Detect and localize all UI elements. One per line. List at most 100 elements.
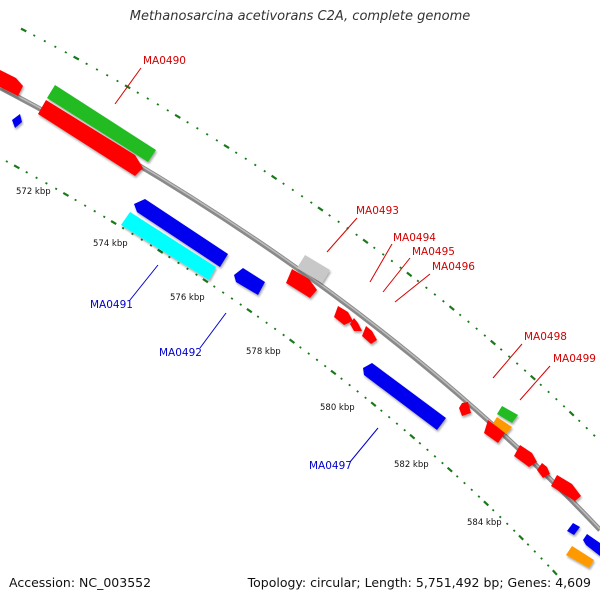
- gene-feature-red[interactable]: [537, 463, 550, 478]
- gene-label-ma0495[interactable]: MA0495: [412, 246, 455, 258]
- kbp-label: 578 kbp: [246, 347, 281, 357]
- gene-label-ma0493[interactable]: MA0493: [356, 205, 399, 217]
- inner-tick-row: [5, 160, 558, 576]
- leader-ma0490: [114, 67, 142, 105]
- minor-tick-mark: [515, 362, 519, 365]
- gene-label-ma0491[interactable]: MA0491: [90, 299, 133, 311]
- gene-feature-ma0491-blue[interactable]: [134, 199, 228, 267]
- gene-label-ma0498[interactable]: MA0498: [524, 331, 567, 343]
- leader-ma0496: [394, 273, 431, 303]
- major-tick-mark: [370, 401, 377, 407]
- major-tick-mark: [202, 278, 209, 284]
- gene-feature-red[interactable]: [350, 318, 362, 331]
- minor-tick-mark: [425, 286, 428, 290]
- leader-ma0497: [349, 427, 379, 463]
- minor-tick-mark: [380, 409, 383, 412]
- gene-feature-ma0490-green[interactable]: [47, 85, 156, 162]
- minor-tick-mark: [136, 91, 140, 94]
- gene-feature-red[interactable]: [459, 402, 471, 416]
- minor-tick-mark: [221, 291, 225, 294]
- minor-tick-mark: [83, 204, 87, 207]
- gene-feature-red[interactable]: [514, 445, 537, 467]
- minor-tick-mark: [25, 171, 29, 174]
- minor-tick-mark: [234, 151, 238, 154]
- major-tick-mark: [518, 534, 524, 541]
- gene-feature-ma0498-green[interactable]: [497, 406, 518, 423]
- gene-feature-ma0497-blue[interactable]: [363, 363, 446, 430]
- genome-summary-text: Topology: circular; Length: 5,751,492 bp…: [247, 575, 591, 590]
- minor-tick-mark: [555, 397, 558, 401]
- gene-feature-red[interactable]: [38, 100, 143, 176]
- gene-label-ma0490[interactable]: MA0490: [143, 55, 186, 67]
- minor-tick-mark: [149, 244, 153, 247]
- gene-feature-ma0492-blue[interactable]: [234, 268, 265, 295]
- major-tick-mark: [362, 238, 369, 244]
- minor-tick-mark: [540, 557, 543, 560]
- kbp-label: 580 kbp: [320, 403, 355, 413]
- gene-feature-blue[interactable]: [583, 534, 600, 556]
- outer-tick-row: [20, 27, 596, 437]
- minor-tick-mark: [43, 39, 47, 43]
- gene-label-ma0494[interactable]: MA0494: [393, 232, 436, 244]
- gene-feature-red[interactable]: [362, 326, 377, 344]
- gene-feature-red[interactable]: [551, 475, 581, 501]
- gene-feature-orange[interactable]: [566, 546, 594, 568]
- gene-feature-red[interactable]: [484, 420, 505, 443]
- minor-tick-mark: [256, 315, 260, 318]
- minor-tick-mark: [381, 253, 385, 256]
- minor-tick-mark: [205, 133, 209, 136]
- minor-tick-mark: [526, 543, 530, 546]
- leader-ma0498: [492, 343, 523, 379]
- minor-tick-mark: [426, 448, 429, 452]
- minor-tick-mark: [309, 201, 313, 204]
- minor-tick-mark: [512, 529, 516, 533]
- minor-tick-mark: [244, 157, 248, 161]
- label-leader-lines: [114, 67, 551, 463]
- gene-feature-red[interactable]: [334, 306, 353, 325]
- major-tick-mark: [568, 410, 575, 417]
- minor-tick-mark: [498, 515, 502, 519]
- minor-tick-mark: [547, 390, 550, 394]
- minor-tick-mark: [399, 266, 402, 270]
- minor-tick-mark: [195, 273, 198, 276]
- minor-tick-mark: [35, 176, 38, 180]
- gene-label-ma0497[interactable]: MA0497: [309, 460, 352, 472]
- major-tick-mark: [489, 339, 497, 346]
- gene-feature-red[interactable]: [286, 269, 317, 298]
- minor-tick-mark: [356, 390, 359, 393]
- gene-feature-blue[interactable]: [12, 114, 22, 128]
- minor-tick-mark: [291, 188, 295, 192]
- minor-tick-mark: [102, 215, 106, 219]
- minor-tick-mark: [95, 68, 99, 71]
- minor-tick-mark: [168, 255, 171, 259]
- gene-label-ma0499[interactable]: MA0499: [553, 353, 596, 365]
- minor-tick-mark: [116, 79, 119, 83]
- minor-tick-mark: [5, 160, 9, 163]
- minor-tick-mark: [64, 51, 68, 54]
- minor-tick-mark: [372, 246, 376, 250]
- minor-tick-mark: [299, 346, 302, 349]
- gene-label-ma0492[interactable]: MA0492: [159, 347, 202, 359]
- forward-gene-labels: MA0490 MA0493 MA0494 MA0495 MA0496 MA049…: [143, 55, 596, 365]
- kbp-label: 576 kbp: [170, 293, 205, 303]
- minor-tick-mark: [458, 313, 462, 317]
- minor-tick-mark: [477, 495, 481, 498]
- minor-tick-mark: [562, 405, 566, 408]
- major-tick-mark: [20, 27, 27, 33]
- minor-tick-mark: [265, 321, 268, 325]
- gene-feature-ma0493-gray[interactable]: [297, 255, 330, 283]
- minor-tick-mark: [585, 426, 589, 430]
- minor-tick-mark: [441, 461, 444, 465]
- major-tick-mark: [551, 569, 558, 576]
- minor-tick-mark: [539, 383, 543, 387]
- gene-feature-red[interactable]: [0, 70, 23, 96]
- minor-tick-mark: [463, 481, 466, 485]
- gene-feature-ma0499-orange[interactable]: [492, 417, 512, 434]
- minor-tick-mark: [131, 232, 134, 236]
- kbp-label: 584 kbp: [467, 518, 502, 528]
- leader-ma0499: [519, 365, 551, 401]
- gene-label-ma0496[interactable]: MA0496: [432, 261, 475, 273]
- gene-feature-ma0491-cyan[interactable]: [121, 212, 216, 280]
- gene-feature-blue[interactable]: [567, 523, 580, 535]
